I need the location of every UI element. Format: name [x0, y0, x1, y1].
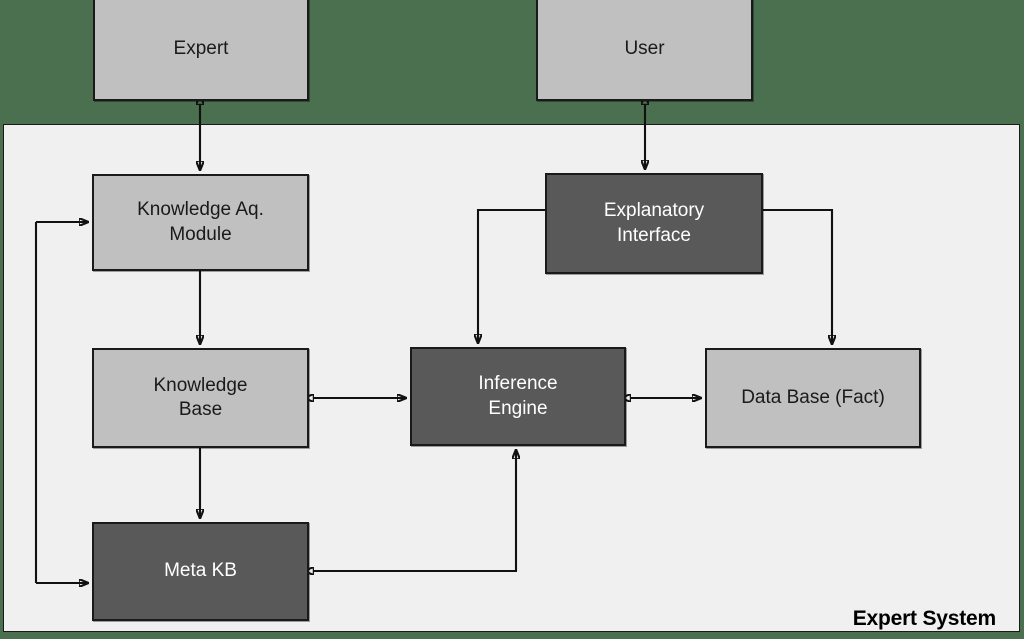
node-inference-engine-line2: Engine: [488, 397, 548, 419]
node-expert-label: Expert: [173, 37, 229, 59]
node-meta-kb[interactable]: Meta KB: [92, 522, 309, 621]
node-knowledge-base[interactable]: Knowledge Base: [92, 348, 309, 448]
node-explanatory-interface-label: Explanatory Interface: [604, 199, 704, 248]
node-database-fact[interactable]: Data Base (Fact): [705, 348, 921, 448]
node-expert[interactable]: Expert: [93, 0, 309, 101]
node-inference-engine-line1: Inference: [478, 373, 558, 395]
node-knowledge-base-label: Knowledge Base: [153, 374, 247, 423]
node-knowledge-base-line1: Knowledge: [153, 374, 248, 396]
node-database-fact-label: Data Base (Fact): [741, 386, 885, 408]
node-knowledge-aq-module-line1: Knowledge Aq.: [137, 199, 264, 221]
node-knowledge-aq-module-line2: Module: [169, 223, 232, 245]
node-user-label: User: [624, 37, 665, 59]
node-user[interactable]: User: [536, 0, 753, 101]
node-explanatory-interface-line1: Explanatory: [603, 200, 705, 222]
node-inference-engine[interactable]: Inference Engine: [410, 347, 626, 446]
node-explanatory-interface[interactable]: Explanatory Interface: [545, 173, 763, 274]
node-knowledge-aq-module[interactable]: Knowledge Aq. Module: [92, 174, 309, 271]
node-meta-kb-label: Meta KB: [164, 560, 237, 582]
expert-system-title: Expert System: [852, 607, 997, 630]
node-explanatory-interface-line2: Interface: [617, 224, 691, 246]
node-inference-engine-label: Inference Engine: [478, 372, 557, 421]
node-knowledge-base-line2: Base: [178, 399, 223, 420]
node-knowledge-aq-module-label: Knowledge Aq. Module: [137, 198, 264, 247]
